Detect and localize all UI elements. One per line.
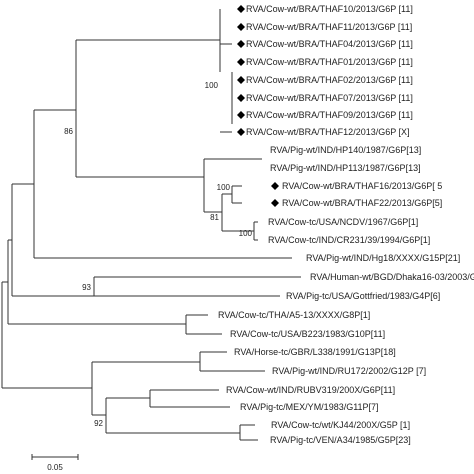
diamond-marker-icon [237, 94, 245, 102]
leaf-label: RVA/Pig-tc/MEX/YM/1983/G11P[7] [240, 402, 379, 412]
bootstrap-value: 93 [82, 283, 91, 292]
leaf-label: RVA/Cow-wt/BRA/THAF02/2013/G6P [11] [246, 75, 413, 85]
diamond-marker-icon [271, 199, 279, 207]
scale-bar-label: 0.05 [47, 463, 63, 472]
diamond-marker-icon [237, 40, 245, 48]
leaf-label: RVA/Pig-wt/IND/HP113/1987/G6P[13] [270, 163, 421, 173]
leaf-label: RVA/Pig-wt/IND/HP140/1987/G6P[13] [270, 145, 421, 155]
diamond-marker-icon [237, 58, 245, 66]
leaf-label: RVA/Pig-wt/IND/RU172/2002/G12P [7] [272, 366, 426, 376]
leaf-label: RVA/Horse-tc/GBR/L338/1991/G13P[18] [234, 347, 396, 357]
leaf-label: RVA/Cow-wt/BRA/THAF09/2013/G6P [11] [246, 110, 413, 120]
leaf-label: RVA/Cow-wt/BRA/THAF04/2013/G6P [11] [246, 39, 413, 49]
leaf-label: RVA/Cow-tc/THA/A5-13/XXXX/G8P[1] [218, 310, 370, 320]
leaf-label: RVA/Cow-wt/IND/RUBV319/200X/G6P[11] [226, 385, 395, 395]
leaf-label: RVA/Cow-wt/BRA/THAF11/2013/G6P [11] [246, 22, 412, 32]
leaf-label: RVA/Cow-wt/BRA/THAF10/2013/G6P [11] [246, 4, 413, 14]
diamond-marker-icon [237, 76, 245, 84]
bootstrap-value: 100 [217, 183, 231, 192]
bootstrap-value: 86 [64, 127, 73, 136]
leaf-label: RVA/Cow-wt/BRA/THAF01/2013/G6P [11] [246, 57, 413, 67]
leaf-labels: RVA/Cow-wt/BRA/THAF10/2013/G6P [11] RVA/C… [218, 4, 474, 445]
bootstrap-value: 100 [239, 229, 253, 238]
leaf-label: RVA/Cow-tc/USA/NCDV/1967/G6P[1] [268, 217, 418, 227]
leaf-markers [237, 5, 279, 207]
bootstrap-value: 92 [94, 419, 103, 428]
bootstrap-value: 100 [205, 81, 219, 90]
leaf-label: RVA/Cow-wt/BRA/THAF12/2013/G6P [X] [246, 127, 410, 137]
leaf-label: RVA/Pig-wt/IND/Hg18/XXXX/G15P[21] [306, 253, 460, 263]
bootstrap-labels: 100 86 81 100 100 93 92 [64, 81, 252, 428]
leaf-label: RVA/Pig-tc/USA/Gottfried/1983/G4P[6] [286, 291, 440, 301]
leaf-label: RVA/Cow-tc/USA/B223/1983/G10P[11] [230, 329, 385, 339]
leaf-label: RVA/Cow-tc/IND/CR231/39/1994/G6P[1] [268, 235, 430, 245]
scale-bar: 0.05 [31, 454, 79, 472]
leaf-label: RVA/Cow-wt/BRA/THAF16/2013/G6P[ 5 [282, 181, 442, 191]
diamond-marker-icon [237, 111, 245, 119]
leaf-label: RVA/Cow-wt/BRA/THAF07/2013/G6P [11] [246, 93, 413, 103]
tree-branches [1, 9, 301, 441]
diamond-marker-icon [237, 5, 245, 13]
leaf-label: RVA/Cow-wt/BRA/THAF22/2013/G6P[5] [282, 198, 442, 208]
bootstrap-value: 81 [210, 213, 219, 222]
leaf-label: RVA/Human-wt/BGD/Dhaka16-03/2003/G1P [8] [310, 272, 474, 282]
diamond-marker-icon [271, 182, 279, 190]
leaf-label: RVA/Cow-tc/wt/KJ44/200X/G5P [1] [271, 420, 410, 430]
leaf-label: RVA/Pig-tc/VEN/A34/1985/G5P[23] [270, 435, 411, 445]
diamond-marker-icon [237, 23, 245, 31]
diamond-marker-icon [237, 128, 245, 136]
